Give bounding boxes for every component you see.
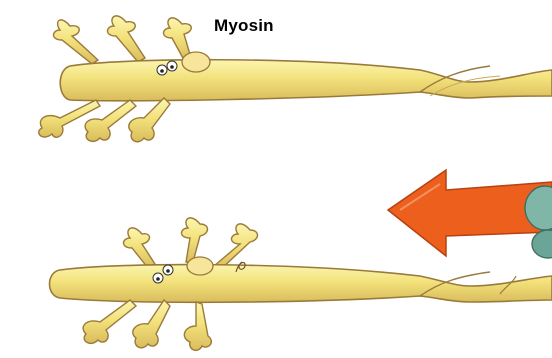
myosin-label: Myosin: [214, 16, 274, 36]
actin-blob: [525, 186, 552, 258]
myosin-heads-lower-top: [39, 98, 170, 142]
myosin-filament-bottom: [50, 218, 552, 350]
rod-top: [60, 60, 552, 101]
myosin-filament-top: [39, 16, 552, 142]
rod-bottom: [50, 265, 552, 303]
myosin-heads-lower-bottom: [83, 300, 211, 350]
myosin-heads-upper-top: [54, 16, 192, 64]
